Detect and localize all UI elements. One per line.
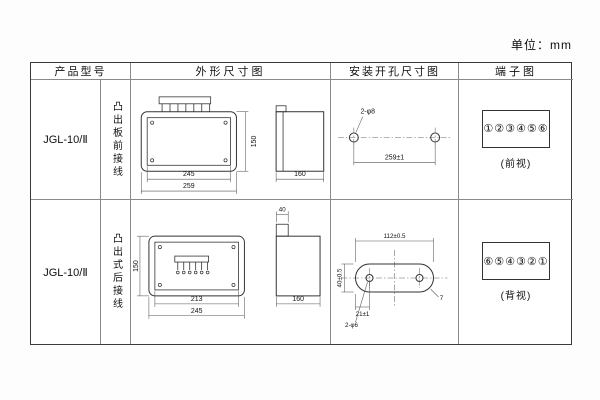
wiring-type-row1-label: 凸出板前接线 [110, 100, 122, 179]
dim-end-offset-row2: 21±1 [356, 311, 370, 318]
mounting-drawing-front-wiring: 2-φ8 259±1 [337, 109, 452, 166]
dim-inner-width-row2: 213 [191, 296, 203, 303]
mounting-cell-row1: 2-φ8 259±1 [331, 80, 459, 200]
dim-end-radius-row2: 7 [440, 295, 444, 302]
mounting-cell-row2: 112±0.5 40±0.5 21±1 2-φ6 7 [331, 200, 459, 344]
relay-side-view [275, 105, 325, 172]
model-row1: JGL-10/Ⅱ [31, 80, 101, 200]
relay-side-view [275, 223, 321, 297]
hole-label-row2: 2-φ6 [345, 322, 359, 329]
dim-height-row2: 150 [133, 260, 140, 272]
dim-inner-width-row1: 245 [183, 171, 195, 178]
outline-cell-row1: 150 245 259 160 [131, 80, 331, 200]
header-outline-dimensions: 外形尺寸图 [131, 63, 331, 80]
dim-outer-width-row1: 259 [183, 183, 195, 190]
outline-drawing-front-wiring: 150 245 259 160 [140, 96, 325, 195]
relay-front-view [148, 235, 245, 297]
wiring-type-row1: 凸出板前接线 [101, 80, 131, 200]
terminal-diagram-row2: ⑥⑤④③②① (背视) [482, 242, 550, 302]
terminal-box-row2: ⑥⑤④③②① [482, 242, 550, 280]
model-row2: JGL-10/Ⅱ [31, 200, 101, 344]
dim-outer-width-row2: 245 [191, 308, 203, 315]
header-product-model: 产品型号 [31, 63, 131, 80]
header-terminal-diagram: 端子图 [459, 63, 573, 80]
wiring-type-row2: 凸出式后接线 [101, 200, 131, 344]
dim-height-row1: 150 [251, 136, 258, 148]
terminal-cell-row1: ①②③④⑤⑥ (前视) [459, 80, 573, 200]
terminal-numbers-row1: ①②③④⑤⑥ [483, 123, 549, 135]
spec-table: 产品型号 外形尺寸图 安装开孔尺寸图 端子图 JGL-10/Ⅱ 凸出板前接线 [30, 62, 573, 345]
terminal-diagram-row1: ①②③④⑤⑥ (前视) [482, 109, 550, 170]
unit-label: 单位：mm [511, 38, 572, 52]
dim-hole-spacing-row1: 259±1 [385, 154, 404, 161]
dimension-lines: 150 213 245 40 160 [133, 206, 321, 319]
wiring-type-row2-label: 凸出式后接线 [110, 233, 122, 311]
outline-cell-row2: 150 213 245 40 160 [131, 200, 331, 344]
dim-cutout-length-row2: 112±0.5 [384, 233, 406, 240]
dim-depth-row1: 160 [294, 171, 306, 178]
terminal-box-row1: ①②③④⑤⑥ [482, 109, 550, 148]
terminal-numbers-row2: ⑥⑤④③②① [483, 255, 549, 268]
dimension-lines: 2-φ8 259±1 [353, 109, 436, 166]
dim-terminal-depth-row2: 40 [279, 206, 286, 213]
mounting-drawing-rear-wiring: 112±0.5 40±0.5 21±1 2-φ6 7 [337, 233, 448, 329]
dim-depth-row2: 160 [292, 296, 304, 303]
dimension-lines: 150 245 259 160 [140, 111, 324, 195]
outline-drawing-rear-wiring: 150 213 245 40 160 [133, 206, 321, 319]
terminal-cell-row2: ⑥⑤④③②① (背视) [459, 200, 573, 344]
dim-cutout-width-row2: 40±0.5 [337, 268, 344, 287]
header-mounting-holes: 安装开孔尺寸图 [331, 63, 459, 80]
relay-front-view [140, 96, 237, 172]
dimension-lines: 112±0.5 40±0.5 21±1 2-φ6 7 [337, 233, 444, 329]
hole-label-row1: 2-φ8 [360, 109, 375, 116]
terminal-view-label-row2: (背视) [500, 291, 532, 302]
terminal-view-label-row1: (前视) [500, 158, 532, 170]
